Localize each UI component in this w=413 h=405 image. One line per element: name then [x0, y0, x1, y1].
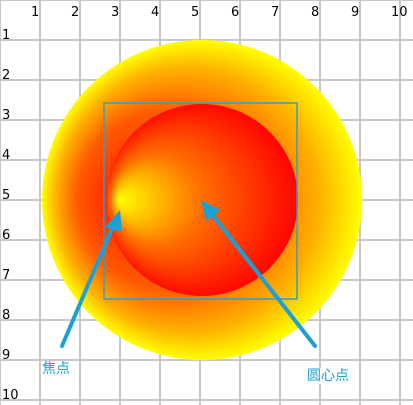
y-number: 3 [2, 108, 10, 123]
y-number: 1 [2, 28, 10, 43]
y-number: 6 [2, 228, 10, 243]
y-number: 9 [2, 348, 10, 363]
y-number: 7 [2, 268, 10, 283]
bounding-frame [103, 102, 298, 300]
x-number: 3 [111, 5, 119, 20]
y-number: 10 [2, 388, 19, 403]
x-number: 10 [391, 5, 408, 20]
focal-point-arrow [60, 210, 122, 348]
x-number: 8 [311, 5, 319, 20]
inner-gradient-circle [106, 104, 298, 296]
y-number: 8 [2, 308, 10, 323]
x-number: 2 [71, 5, 79, 20]
y-axis-numbers: 1 2 3 4 5 6 7 8 9 10 [2, 28, 19, 403]
focal-point-label: 焦点 [41, 361, 71, 377]
center-point-label: 圆心点 [306, 368, 350, 384]
gradient-bands [42, 40, 175, 360]
y-number: 2 [2, 68, 10, 83]
x-number: 4 [151, 5, 159, 20]
x-axis-numbers: 1 2 3 4 5 6 7 8 9 10 [31, 5, 408, 20]
x-number: 1 [31, 5, 39, 20]
x-number: 7 [271, 5, 279, 20]
y-number: 5 [2, 188, 10, 203]
x-number: 6 [231, 5, 239, 20]
x-number: 5 [191, 5, 199, 20]
y-number: 4 [2, 148, 10, 163]
center-point-arrow [201, 200, 317, 348]
x-number: 9 [351, 5, 359, 20]
